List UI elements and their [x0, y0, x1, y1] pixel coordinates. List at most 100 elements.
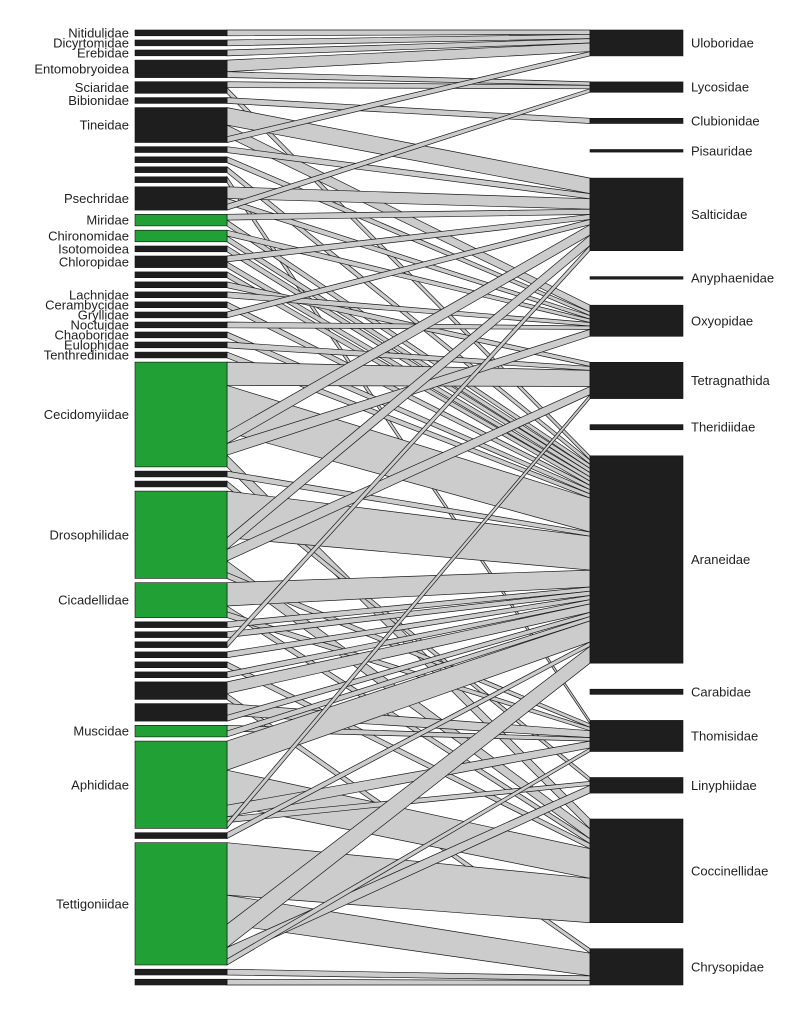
prey-node-35 — [134, 671, 228, 679]
prey-node-31 — [134, 631, 228, 638]
prey-node-22 — [134, 331, 228, 339]
predator-label-14: Chrysopidae — [691, 959, 764, 974]
prey-label-2: Erebidae — [77, 46, 129, 61]
prey-label-19: Cerambycidae — [45, 297, 129, 312]
predator-node-10 — [589, 688, 684, 695]
prey-node-33 — [134, 651, 228, 659]
interaction-links — [226, 29, 591, 986]
prey-label-11: Psechridae — [64, 191, 129, 206]
prey-node-26 — [134, 470, 228, 478]
predator-label-8: Theridiidae — [691, 420, 755, 435]
predator-node-7 — [589, 361, 684, 399]
prey-node-43 — [134, 978, 228, 986]
predator-column — [589, 29, 684, 986]
predator-label-11: Thomisidae — [691, 728, 758, 743]
prey-node-36 — [134, 681, 228, 700]
predator-label-10: Carabidae — [691, 684, 751, 699]
predator-label-9: Araneidae — [691, 552, 750, 567]
interaction-link-72 — [226, 968, 591, 981]
prey-node-3 — [134, 59, 228, 78]
prey-node-11 — [134, 186, 228, 211]
prey-node-17 — [134, 281, 228, 288]
prey-labels: NitidulidaeDicyrtomidaeErebidaeEntomobry… — [34, 25, 129, 911]
prey-label-41: Tettigoniidae — [56, 896, 129, 911]
predator-label-7: Tetragnathida — [691, 373, 771, 388]
prey-node-18 — [134, 291, 228, 298]
prey-node-34 — [134, 661, 228, 669]
predator-label-1: Lycosidae — [691, 80, 749, 95]
prey-label-13: Chironomidae — [48, 229, 129, 244]
prey-label-22: Chaoboridae — [55, 327, 129, 342]
predator-label-12: Linyphiidae — [691, 778, 757, 793]
prey-node-4 — [134, 81, 228, 94]
prey-label-6: Tineidae — [80, 118, 129, 133]
prey-label-3: Entomobryoidea — [34, 61, 129, 76]
predator-labels: UloboridaeLycosidaeClubionidaePisauridae… — [691, 36, 774, 975]
prey-label-38: Muscidae — [73, 724, 129, 739]
prey-node-23 — [134, 341, 228, 349]
predator-label-4: Salticidae — [691, 207, 747, 222]
predator-node-12 — [589, 777, 684, 794]
predator-node-3 — [589, 149, 684, 153]
prey-label-5: Bibionidae — [68, 93, 129, 108]
prey-node-7 — [134, 146, 228, 153]
prey-node-15 — [134, 255, 228, 268]
predator-node-0 — [589, 29, 684, 57]
predator-node-1 — [589, 81, 684, 93]
predator-label-0: Uloboridae — [691, 36, 754, 51]
prey-node-29 — [134, 582, 228, 618]
prey-node-38 — [134, 724, 228, 738]
prey-node-32 — [134, 641, 228, 648]
prey-label-1: Dicyrtomidae — [53, 35, 129, 50]
predator-label-6: Oxyopidae — [691, 313, 753, 328]
predator-label-3: Pisauridae — [691, 143, 752, 158]
prey-node-42 — [134, 968, 228, 976]
prey-node-8 — [134, 156, 228, 163]
prey-node-13 — [134, 229, 228, 243]
prey-label-18: Lachnidae — [69, 287, 129, 302]
prey-node-25 — [134, 361, 228, 468]
predator-label-2: Clubionidae — [691, 113, 760, 128]
prey-node-10 — [134, 176, 228, 183]
prey-node-5 — [134, 97, 228, 104]
prey-node-39 — [134, 740, 228, 829]
interaction-link-73 — [226, 978, 591, 986]
prey-label-21: Noctuidae — [70, 317, 129, 332]
prey-node-12 — [134, 214, 228, 227]
prey-label-0: Nitidulidae — [68, 25, 129, 40]
prey-node-37 — [134, 703, 228, 722]
prey-node-2 — [134, 49, 228, 57]
prey-label-28: Drosophilidae — [50, 527, 130, 542]
prey-node-21 — [134, 321, 228, 329]
prey-node-40 — [134, 832, 228, 839]
prey-node-24 — [134, 351, 228, 359]
predator-node-14 — [589, 948, 684, 986]
prey-label-29: Cicadellidae — [58, 593, 129, 608]
prey-label-24: Tenthredinidae — [44, 348, 129, 363]
prey-node-6 — [134, 107, 228, 143]
prey-node-16 — [134, 271, 228, 278]
predator-node-6 — [589, 304, 684, 337]
predator-node-11 — [589, 720, 684, 752]
prey-node-0 — [134, 29, 228, 37]
prey-label-15: Chloropidae — [59, 254, 129, 269]
prey-label-20: Gryllidae — [78, 307, 129, 322]
prey-node-9 — [134, 166, 228, 173]
predator-node-8 — [589, 424, 684, 431]
predator-label-5: Anyphaenidae — [691, 270, 774, 285]
prey-node-30 — [134, 621, 228, 628]
predator-node-2 — [589, 118, 684, 124]
prey-label-39: Aphididae — [71, 777, 129, 792]
prey-label-14: Isotomoidea — [58, 241, 130, 256]
prey-node-19 — [134, 301, 228, 308]
predator-node-9 — [589, 455, 684, 664]
prey-label-25: Cecidomyiidae — [44, 407, 129, 422]
prey-node-28 — [134, 490, 228, 579]
prey-node-20 — [134, 311, 228, 319]
prey-node-1 — [134, 39, 228, 47]
prey-label-23: Eulophidae — [64, 337, 129, 352]
predator-label-13: Coccinellidae — [691, 863, 768, 878]
prey-node-27 — [134, 480, 228, 488]
predator-node-5 — [589, 276, 684, 280]
